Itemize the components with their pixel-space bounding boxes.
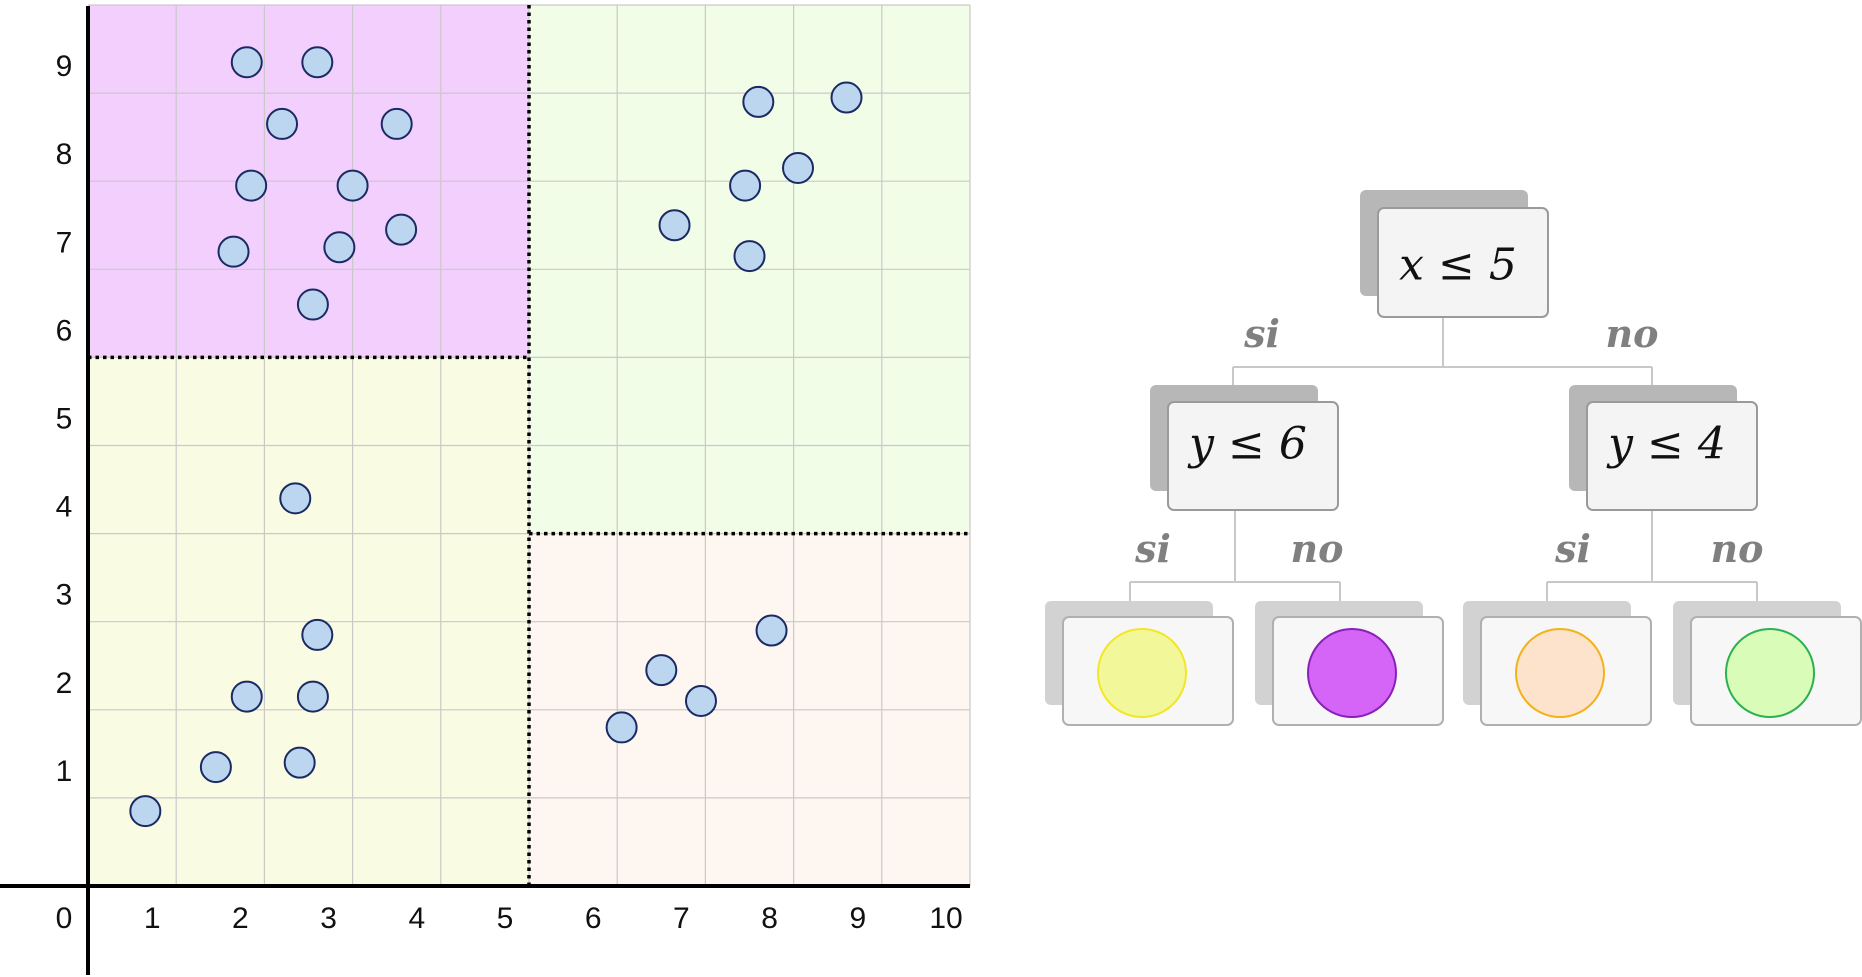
data-point (830, 81, 863, 114)
x-tick-label: 9 (849, 902, 866, 935)
node-box (1377, 207, 1549, 318)
data-point (336, 169, 369, 202)
y-tick-label: 7 (56, 226, 73, 259)
node-box (1586, 401, 1758, 511)
tree-leaf-yellow (1045, 601, 1234, 726)
y-tick-label: 1 (56, 755, 73, 788)
branch-label-yes: si (1243, 311, 1280, 356)
data-point (733, 240, 766, 273)
data-point (296, 680, 329, 713)
data-point (742, 85, 775, 118)
data-point (230, 680, 263, 713)
class-color-swatch (1725, 628, 1815, 718)
x-tick-labels: 0 1 2 3 4 5 6 7 8 9 10 (56, 902, 963, 935)
tree-leaf-green (1673, 601, 1862, 726)
y-tick-label: 4 (56, 491, 73, 524)
data-point (323, 231, 356, 264)
data-point (217, 235, 250, 268)
branch-label-yes: si (1554, 526, 1591, 571)
x-tick-label: 7 (673, 902, 690, 935)
x-tick-label: 8 (761, 902, 778, 935)
tree-leaves (1045, 601, 1862, 726)
node-box (1167, 401, 1339, 511)
tree-leaf-purple (1255, 601, 1444, 726)
data-point (129, 795, 162, 828)
data-point (658, 209, 691, 242)
data-point (755, 614, 788, 647)
y-tick-label: 6 (56, 314, 73, 347)
data-point (283, 746, 316, 779)
split-lines (88, 5, 970, 886)
y-tick-label: 9 (56, 50, 73, 83)
data-point (645, 654, 678, 687)
x-tick-label: 10 (929, 902, 962, 935)
data-point (279, 482, 312, 515)
y-tick-label: 3 (56, 579, 73, 612)
tree-node-right: y ≤ 4 (1569, 385, 1758, 511)
axes (0, 6, 970, 975)
class-color-swatch (1515, 628, 1605, 718)
tree-connectors (1129, 317, 1758, 616)
data-points (129, 46, 863, 828)
node-label: y ≤ 6 (1187, 419, 1307, 470)
x-tick-label: 1 (144, 902, 161, 935)
data-point (301, 618, 334, 651)
x-tick-label: 4 (408, 902, 425, 935)
x-tick-label: 2 (232, 902, 249, 935)
data-point (301, 46, 334, 79)
tree-leaf-orange (1463, 601, 1652, 726)
tree-node-root: x ≤ 5 (1360, 190, 1549, 318)
branch-label-no: no (1711, 526, 1764, 571)
data-point (729, 169, 762, 202)
x-tick-label: 6 (585, 902, 602, 935)
data-point (385, 213, 418, 246)
data-point (380, 107, 413, 140)
branch-label-no: no (1291, 526, 1344, 571)
class-color-swatch (1307, 628, 1397, 718)
node-label: x ≤ 5 (1399, 240, 1517, 291)
data-point (235, 169, 268, 202)
branch-label-no: no (1606, 311, 1659, 356)
y-tick-label: 8 (56, 138, 73, 171)
y-tick-label: 2 (56, 667, 73, 700)
data-point (199, 751, 232, 784)
data-point (296, 288, 329, 321)
data-point (605, 711, 638, 744)
data-point (684, 684, 717, 717)
x-tick-label: 3 (320, 902, 337, 935)
y-tick-label: 5 (56, 403, 73, 436)
data-point (230, 46, 263, 79)
x-tick-label: 0 (56, 902, 73, 935)
node-label: y ≤ 4 (1606, 419, 1726, 470)
data-point (266, 107, 299, 140)
branch-label-yes: si (1134, 526, 1171, 571)
tree-node-left: y ≤ 6 (1150, 385, 1339, 511)
class-color-swatch (1097, 628, 1187, 718)
data-point (782, 151, 815, 184)
x-tick-label: 5 (497, 902, 514, 935)
